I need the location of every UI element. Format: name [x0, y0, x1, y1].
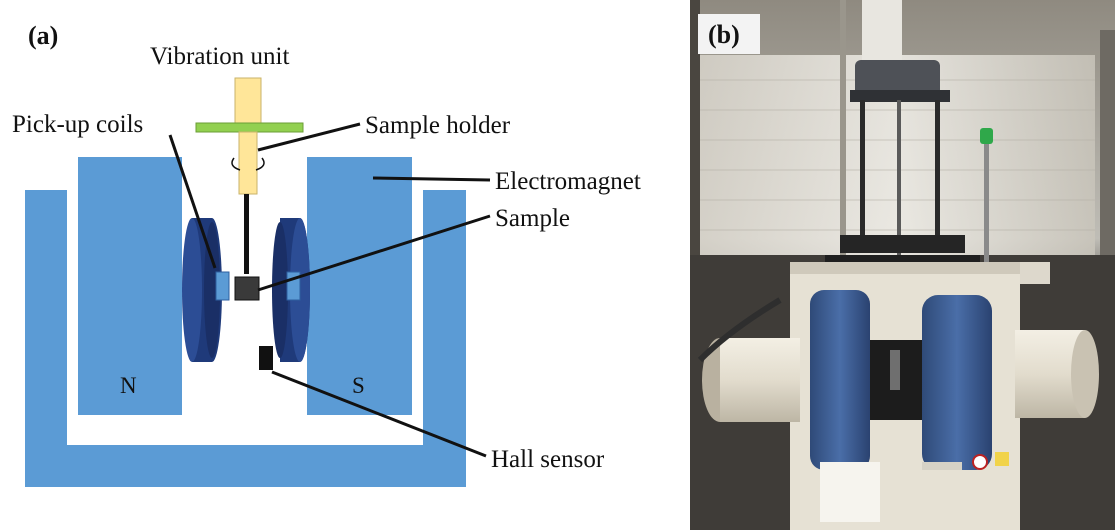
- panel-a-tag: (a): [28, 21, 59, 50]
- vsm-photo: [690, 0, 1115, 530]
- vibration-unit: [234, 77, 262, 126]
- schematic-panel: (a) Vibration unit Pick-up coils Sample …: [12, 21, 641, 487]
- leader-pickup-coils: [168, 134, 217, 269]
- pick-up-coils-label: Pick-up coils: [12, 111, 144, 138]
- left-coil: [182, 218, 222, 362]
- leader-electromagnet: [372, 176, 491, 182]
- sample-holder-label: Sample holder: [365, 112, 511, 139]
- rotation-arc: [231, 157, 265, 171]
- panel-b-tag-background: [698, 14, 760, 54]
- hall-sensor-label: Hall sensor: [491, 446, 605, 473]
- electromagnet-label: Electromagnet: [495, 168, 641, 195]
- status-light: [980, 128, 993, 144]
- panel-b-tag: (b): [708, 20, 740, 49]
- leader-sample-holder: [257, 122, 361, 152]
- magnet-yoke: [25, 190, 466, 487]
- south-pole: [307, 157, 412, 415]
- hall-sensor-block: [259, 346, 273, 370]
- pickup-coil-left: [215, 271, 230, 301]
- right-coil-photo: [922, 295, 992, 470]
- vibration-unit-label: Vibration unit: [150, 43, 290, 70]
- leader-sample: [257, 214, 491, 292]
- leader-hall-sensor: [271, 370, 487, 458]
- mounting-plate: [195, 122, 304, 133]
- photo-panel: (b): [690, 0, 1115, 530]
- sample-block: [234, 276, 260, 301]
- north-pole: [78, 157, 182, 415]
- north-pole-label: N: [120, 373, 137, 398]
- south-pole-label: S: [352, 373, 365, 398]
- sample-label: Sample: [495, 205, 570, 232]
- vsm-schematic: [25, 77, 491, 487]
- holder-upper: [238, 131, 258, 195]
- left-coil-photo: [810, 290, 870, 470]
- sample-rod: [244, 194, 249, 274]
